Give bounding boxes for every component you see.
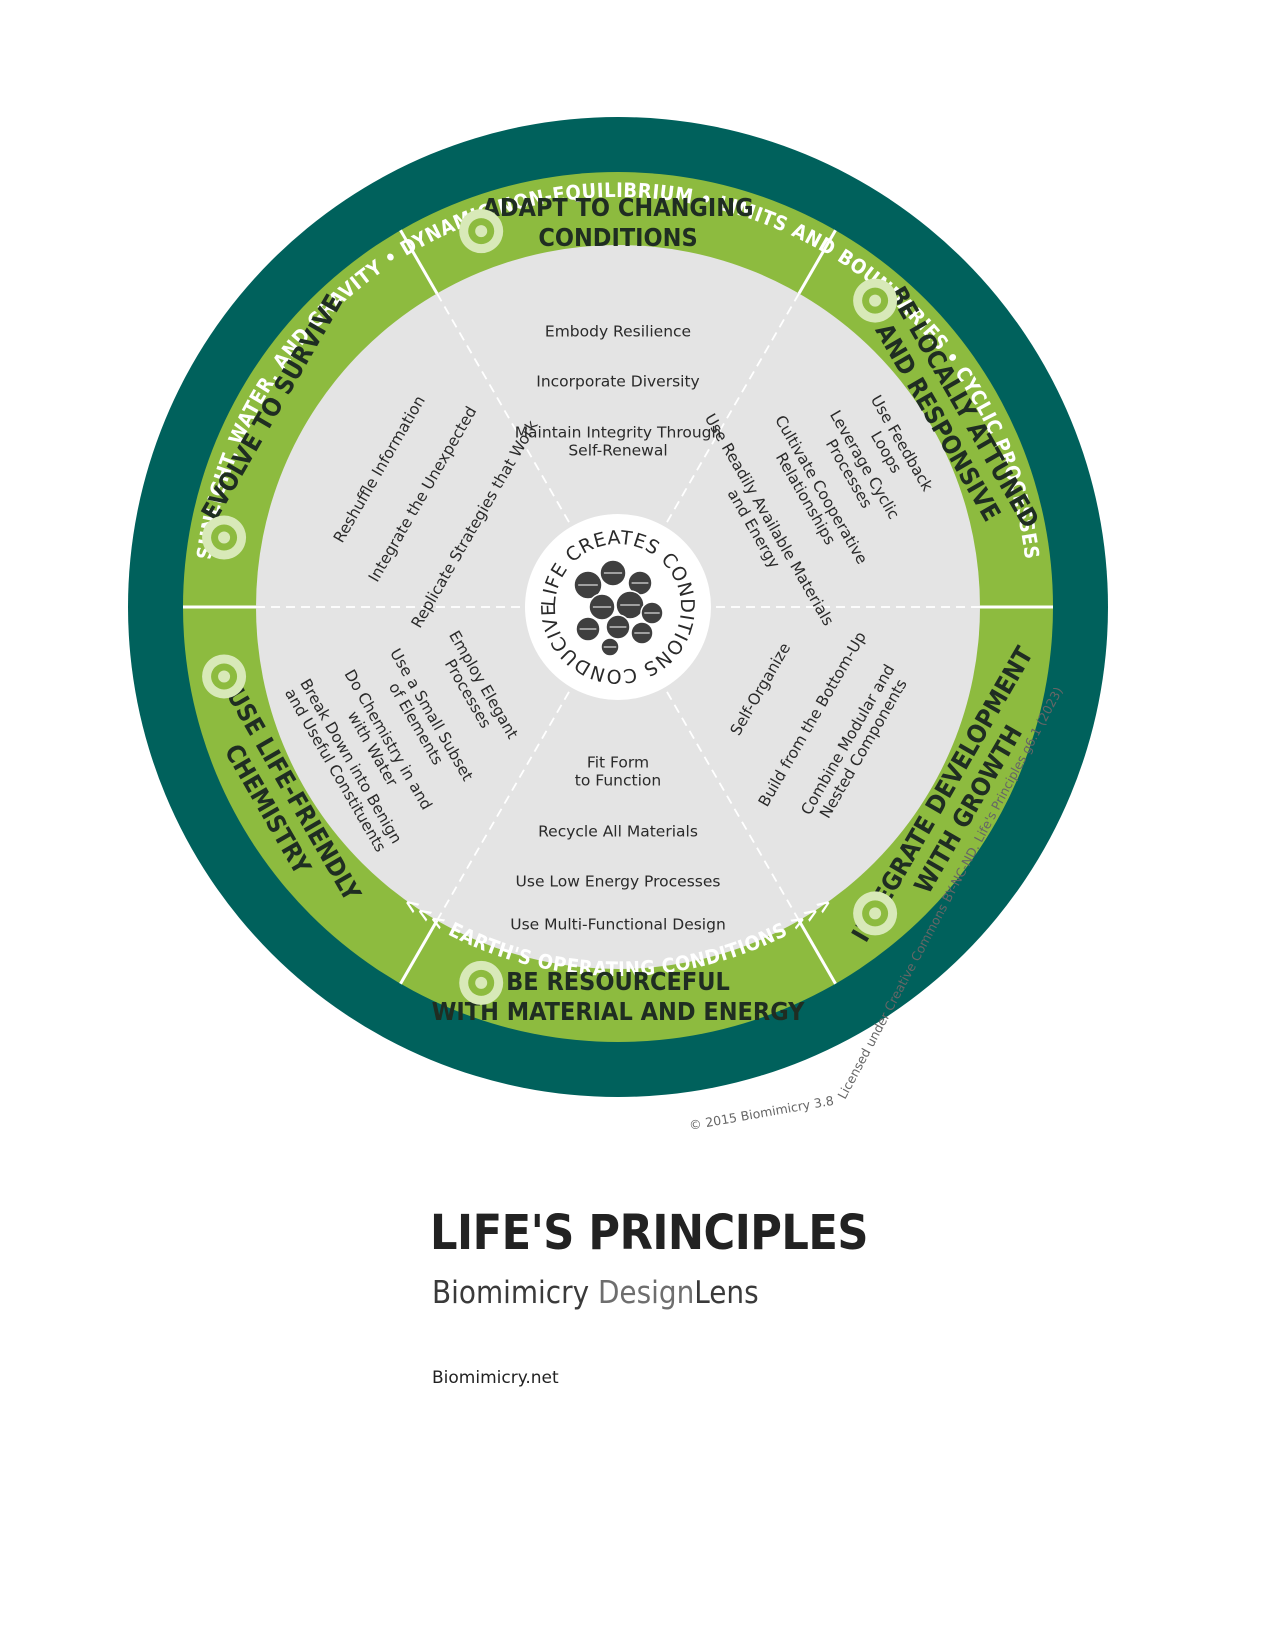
principle-label: Self-Renewal — [568, 442, 667, 460]
category-label: ADAPT TO CHANGING — [482, 193, 753, 222]
category-label: BE RESOURCEFUL — [506, 967, 730, 996]
target-icon — [853, 891, 898, 936]
website-link[interactable]: Biomimicry.net — [432, 1368, 559, 1388]
principle-label: Use Multi-Functional Design — [510, 916, 726, 934]
subtitle-part-2: Design — [597, 1275, 695, 1311]
principle-label: Use Low Energy Processes — [516, 873, 721, 891]
category-divider — [797, 919, 837, 985]
category-divider — [399, 229, 439, 295]
segment-separators — [183, 229, 1053, 985]
droplet-icon — [202, 654, 247, 699]
principle-label: Maintain Integrity Through — [515, 424, 722, 442]
bubbles-icon — [202, 515, 247, 560]
category-icons — [202, 209, 898, 1005]
subtitle-part-1: Biomimicry — [432, 1275, 598, 1311]
page-subtitle: Biomimicry DesignLens — [432, 1275, 759, 1311]
principle-label: Incorporate Diversity — [536, 373, 699, 391]
category-label: WITH MATERIAL AND ENERGY — [432, 997, 806, 1026]
leaf-icon — [853, 278, 898, 323]
dotted-circle-icon — [459, 960, 504, 1005]
principle-label: Fit Form — [587, 754, 649, 772]
page-title: LIFE'S PRINCIPLES — [430, 1205, 869, 1261]
subtitle-part-3: Lens — [694, 1275, 759, 1311]
circular-arrow-icon — [459, 209, 504, 254]
principle-label: to Function — [575, 772, 661, 790]
category-label: CONDITIONS — [538, 223, 697, 252]
lifes-principles-wheel: SUNLIGHT, WATER, AND GRAVITY • DYNAMIC N… — [0, 0, 1108, 1133]
principle-label: Recycle All Materials — [538, 823, 698, 841]
copyright-text: © 2015 Biomimicry 3.8 — [688, 1093, 835, 1133]
bullet-separator: • — [691, 185, 721, 214]
category-divider — [797, 229, 837, 295]
principle-label: Embody Resilience — [545, 323, 691, 341]
cell-cluster-icon — [573, 559, 664, 657]
category-divider — [399, 919, 439, 985]
